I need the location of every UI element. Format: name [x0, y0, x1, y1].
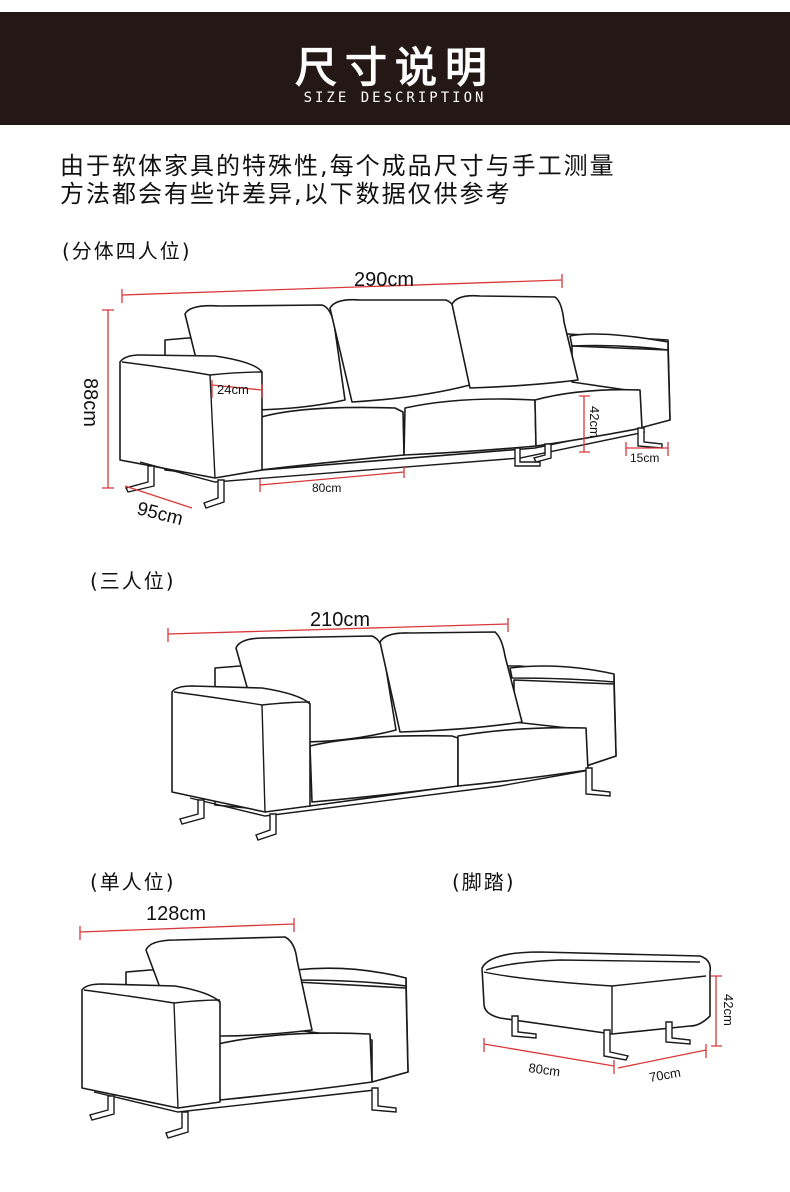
three-seat-width-label: 210cm [310, 609, 370, 631]
three-seat-label: (三人位) [90, 569, 176, 593]
page-title: 尺寸说明 [294, 43, 495, 92]
footstool-width-label: 80cm [528, 1060, 562, 1079]
footstool-label: (脚踏) [452, 870, 516, 894]
three-seat-dimensions [167, 618, 509, 642]
four-seat-dimensions [102, 274, 669, 509]
title-banner: 尺寸说明 SIZE DESCRIPTION [0, 12, 790, 125]
four-seat-seat-width-label: 80cm [312, 481, 341, 495]
footstool-depth-label: 70cm [648, 1065, 682, 1085]
single-seat-width-label: 128cm [146, 903, 206, 925]
single-seat-label: (单人位) [90, 870, 176, 894]
four-seat-height-label: 88cm [79, 378, 101, 427]
single-seat-dimensions [79, 918, 295, 940]
footstool [481, 951, 712, 1061]
three-seat-sofa [171, 631, 617, 841]
four-seat-label: (分体四人位) [62, 239, 192, 263]
footstool-height-label: 42cm [721, 994, 736, 1026]
four-seat-arm-label: 24cm [217, 382, 249, 397]
disclaimer-line-1: 由于软体家具的特殊性,每个成品尺寸与手工测量 [60, 152, 616, 180]
four-seat-width-label: 290cm [354, 269, 414, 291]
four-seat-sofa [119, 294, 671, 509]
four-seat-seat-height-label: 42cm [587, 406, 602, 438]
disclaimer-line-2: 方法都会有些许差异,以下数据仅供参考 [60, 180, 512, 208]
single-seat-sofa [81, 936, 409, 1139]
page-subtitle: SIZE DESCRIPTION [303, 90, 487, 106]
footstool-dimensions [483, 975, 722, 1074]
four-seat-leg-height-label: 15cm [630, 451, 659, 465]
